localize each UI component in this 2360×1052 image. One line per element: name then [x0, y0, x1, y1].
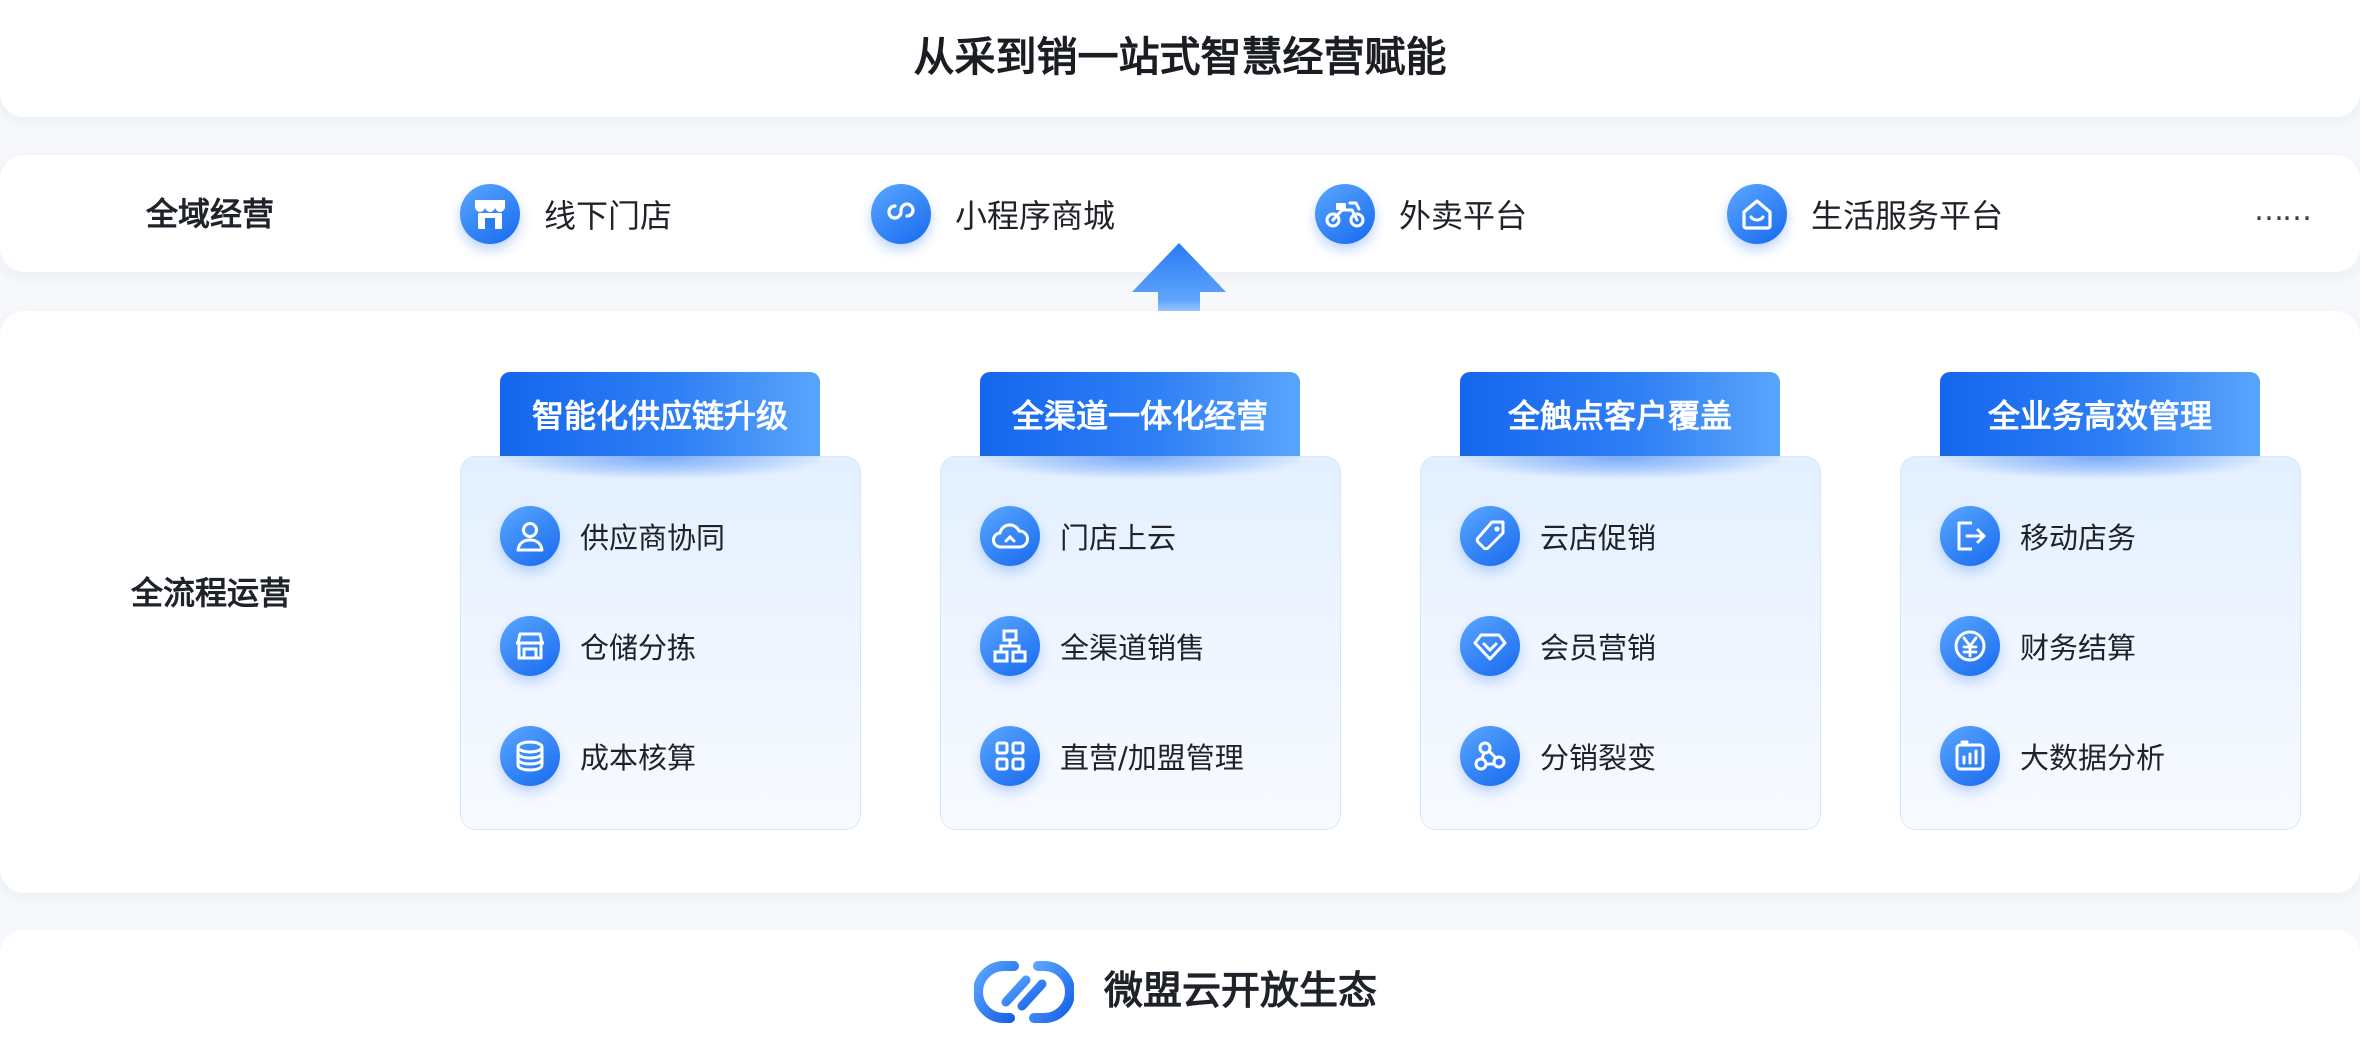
- page-title: 从采到销一站式智慧经营赋能: [913, 33, 1447, 81]
- card-item[interactable]: 成本核算: [500, 726, 696, 786]
- price-tag-icon: [1460, 506, 1520, 566]
- mini-program-icon: [871, 184, 931, 244]
- org-chart-icon: [980, 616, 1040, 676]
- card-item[interactable]: 分销裂变: [1460, 726, 1656, 786]
- card-omnichannel: 全渠道一体化经营 门店上云 全渠道销售 直营/加盟管理: [940, 372, 1341, 830]
- card-item[interactable]: 会员营销: [1460, 616, 1656, 676]
- card-item-label: 门店上云: [1060, 521, 1177, 555]
- channel-mini-program[interactable]: 小程序商城: [871, 184, 1115, 244]
- weimob-cloud-logo: [974, 961, 1074, 1023]
- card-item-label: 财务结算: [2020, 631, 2137, 665]
- bar-chart-icon: [1940, 726, 2000, 786]
- coin-stack-icon: [500, 726, 560, 786]
- card-customer-touchpoints: 全触点客户覆盖 云店促销 会员营销 分销裂变: [1420, 372, 1821, 830]
- footer-brand-text: 微盟云开放生态: [1104, 969, 1378, 1014]
- card-item-label: 分销裂变: [1540, 741, 1657, 775]
- channel-delivery-platform[interactable]: 外卖平台: [1315, 184, 1527, 244]
- process-row-label: 全流程运营: [131, 574, 292, 612]
- delivery-bike-icon: [1315, 184, 1375, 244]
- card-item-label: 直营/加盟管理: [1060, 741, 1244, 775]
- card-item[interactable]: 直营/加盟管理: [980, 726, 1244, 786]
- card-item-label: 大数据分析: [2020, 741, 2166, 775]
- card-item[interactable]: 移动店务: [1940, 506, 2136, 566]
- card-item-label: 会员营销: [1540, 631, 1657, 665]
- card-business-management: 全业务高效管理 移动店务 财务结算 大数据分析: [1900, 372, 2301, 830]
- card-title: 全渠道一体化经营: [980, 372, 1300, 456]
- card-item[interactable]: 云店促销: [1460, 506, 1656, 566]
- card-item-label: 全渠道销售: [1060, 631, 1206, 665]
- yuan-icon: [1940, 616, 2000, 676]
- up-arrow-icon: [1132, 243, 1226, 347]
- card-item[interactable]: 供应商协同: [500, 506, 725, 566]
- grid-icon: [980, 726, 1040, 786]
- channel-offline-store[interactable]: 线下门店: [460, 184, 672, 244]
- channel-label: 外卖平台: [1399, 197, 1528, 235]
- card-item-label: 移动店务: [2020, 521, 2137, 555]
- card-title: 全触点客户覆盖: [1460, 372, 1780, 456]
- house-smile-icon: [1727, 184, 1787, 244]
- card-item-label: 成本核算: [580, 741, 697, 775]
- channel-label: 小程序商城: [955, 197, 1116, 235]
- card-item-label: 供应商协同: [580, 521, 726, 555]
- card-title: 智能化供应链升级: [500, 372, 820, 456]
- card-supply-chain: 智能化供应链升级 供应商协同 仓储分拣 成本核算: [460, 372, 861, 830]
- card-item[interactable]: 仓储分拣: [500, 616, 696, 676]
- footer-panel: [0, 930, 2360, 1052]
- channels-row-label: 全域经营: [146, 195, 275, 233]
- channel-life-service-platform[interactable]: 生活服务平台: [1727, 184, 2003, 244]
- more-channels-ellipsis[interactable]: ……: [2254, 193, 2312, 228]
- diamond-icon: [1460, 616, 1520, 676]
- channel-label: 生活服务平台: [1811, 197, 2004, 235]
- store-icon: [460, 184, 520, 244]
- card-item-label: 仓储分拣: [580, 631, 697, 665]
- card-item[interactable]: 门店上云: [980, 506, 1176, 566]
- cloud-icon: [980, 506, 1040, 566]
- title-panel: 从采到销一站式智慧经营赋能: [0, 0, 2360, 117]
- channel-label: 线下门店: [544, 197, 673, 235]
- card-item[interactable]: 全渠道销售: [980, 616, 1205, 676]
- card-item-label: 云店促销: [1540, 521, 1657, 555]
- warehouse-icon: [500, 616, 560, 676]
- logout-icon: [1940, 506, 2000, 566]
- card-title: 全业务高效管理: [1940, 372, 2260, 456]
- share-nodes-icon: [1460, 726, 1520, 786]
- person-icon: [500, 506, 560, 566]
- card-item[interactable]: 大数据分析: [1940, 726, 2165, 786]
- card-item[interactable]: 财务结算: [1940, 616, 2136, 676]
